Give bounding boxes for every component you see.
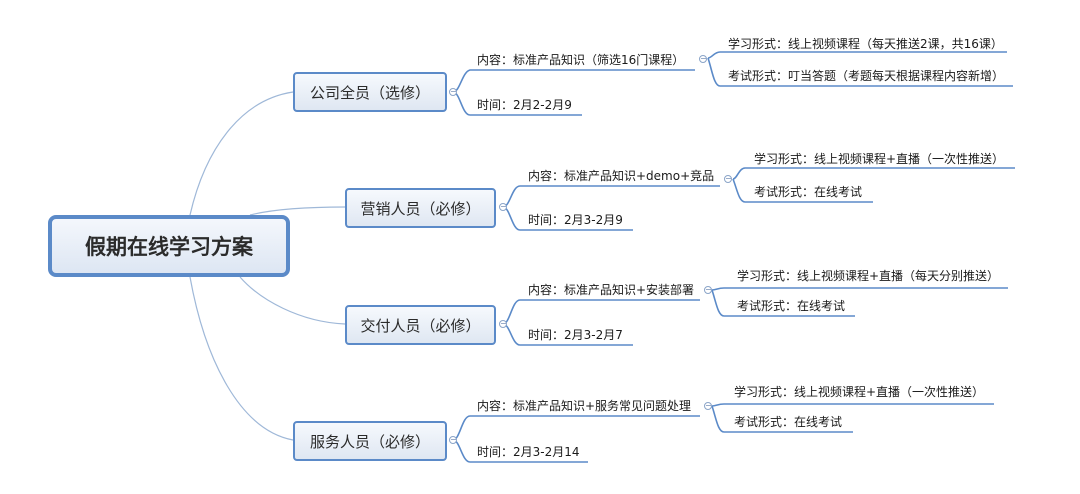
- study-form-leaf[interactable]: 学习形式：线上视频课程+直播（一次性推送）: [754, 152, 1005, 166]
- exam-form-leaf[interactable]: 考试形式：叮当答题（考题每天根据课程内容新增）: [728, 69, 1005, 83]
- root-node[interactable]: 假期在线学习方案: [48, 215, 290, 277]
- time-leaf[interactable]: 时间：2月2-2月9: [477, 98, 572, 112]
- content-leaf[interactable]: 内容：标准产品知识（筛选16门课程）: [477, 53, 685, 67]
- collapse-icon[interactable]: −: [704, 285, 712, 294]
- content-leaf[interactable]: 内容：标准产品知识+服务常见问题处理: [477, 399, 692, 413]
- branch-node-company-all[interactable]: 公司全员（选修）: [293, 72, 447, 112]
- collapse-icon[interactable]: −: [449, 87, 457, 96]
- exam-form-leaf[interactable]: 考试形式：在线考试: [754, 185, 863, 199]
- exam-form-leaf[interactable]: 考试形式：在线考试: [737, 299, 846, 313]
- collapse-icon[interactable]: −: [449, 435, 457, 444]
- time-leaf[interactable]: 时间：2月3-2月7: [528, 328, 623, 342]
- study-form-leaf[interactable]: 学习形式：线上视频课程+直播（每天分别推送）: [737, 269, 1000, 283]
- collapse-icon[interactable]: −: [499, 319, 507, 328]
- branch-node-service[interactable]: 服务人员（必修）: [293, 421, 447, 461]
- collapse-icon[interactable]: −: [724, 174, 732, 183]
- branch-node-delivery[interactable]: 交付人员（必修）: [345, 305, 496, 345]
- collapse-icon[interactable]: −: [499, 202, 507, 211]
- content-leaf[interactable]: 内容：标准产品知识+安装部署: [528, 283, 695, 297]
- time-leaf[interactable]: 时间：2月3-2月14: [477, 445, 580, 459]
- exam-form-leaf[interactable]: 考试形式：在线考试: [734, 415, 843, 429]
- branch-node-marketing[interactable]: 营销人员（必修）: [345, 188, 496, 228]
- time-leaf[interactable]: 时间：2月3-2月9: [528, 213, 623, 227]
- study-form-leaf[interactable]: 学习形式：线上视频课程（每天推送2课，共16课）: [728, 37, 1003, 51]
- content-leaf[interactable]: 内容：标准产品知识+demo+竞品: [528, 169, 715, 183]
- study-form-leaf[interactable]: 学习形式：线上视频课程+直播（一次性推送）: [734, 385, 985, 399]
- collapse-icon[interactable]: −: [704, 401, 712, 410]
- collapse-icon[interactable]: −: [699, 54, 707, 63]
